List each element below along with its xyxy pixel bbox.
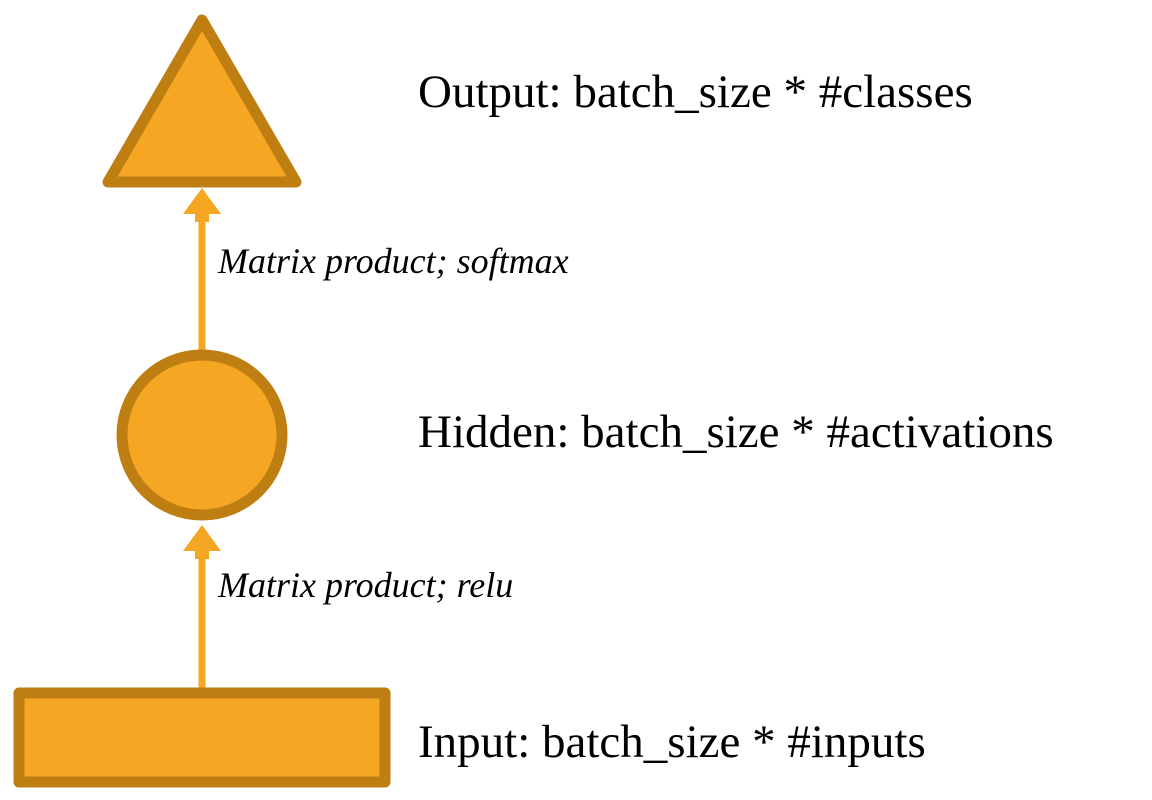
arrow-hidden-to-output[interactable] [183, 188, 221, 352]
edge-label-input-to-hidden: Matrix product; relu [218, 565, 514, 605]
node-shape-hidden-circle[interactable] [116, 349, 288, 521]
arrow-head-input-to-hidden [183, 525, 221, 559]
node-shape-input-rectangle[interactable] [13, 687, 391, 788]
arrow-input-to-hidden[interactable] [183, 525, 221, 689]
arrow-shaft-input-to-hidden [198, 537, 206, 689]
node-label-hidden: Hidden: batch_size * #activations [418, 406, 1054, 458]
edge-label-hidden-to-output: Matrix product; softmax [218, 241, 569, 281]
node-label-output: Output: batch_size * #classes [418, 66, 973, 118]
arrow-head-hidden-to-output [183, 188, 221, 222]
node-shape-output-triangle[interactable] [102, 14, 302, 188]
arrow-shaft-hidden-to-output [198, 200, 206, 352]
node-label-input: Input: batch_size * #inputs [418, 716, 926, 768]
